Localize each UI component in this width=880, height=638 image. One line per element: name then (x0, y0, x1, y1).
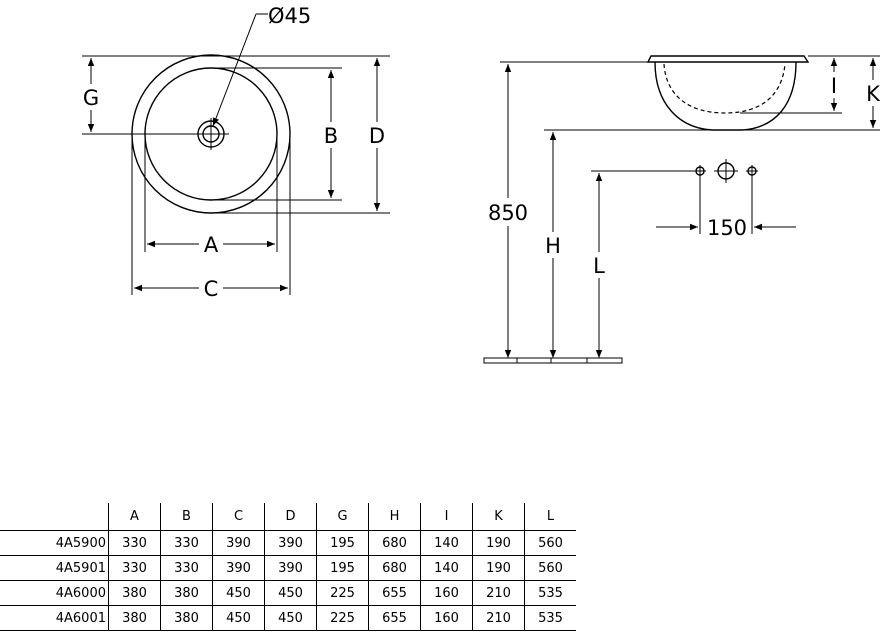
table-row: 4A5901 330 330 390 390 195 680 140 190 5… (0, 555, 576, 581)
model-cell: 4A6001 (0, 605, 109, 631)
table-header-row: A B C D G H I K L (0, 503, 576, 531)
dim-b-label: B (324, 124, 338, 148)
column-header: K (472, 503, 525, 531)
table-row: 4A6000 380 380 450 450 225 655 160 210 5… (0, 580, 576, 606)
value-cell: 195 (316, 530, 369, 556)
value-cell: 330 (108, 555, 161, 581)
basin-body (654, 61, 797, 131)
technical-drawing: Ø45 G B D A C (80, 4, 880, 364)
dim-k-label: K (866, 82, 880, 106)
value-cell: 160 (420, 580, 473, 606)
value-cell: 225 (316, 605, 369, 631)
column-header: G (316, 503, 369, 531)
value-cell: 210 (472, 605, 525, 631)
value-cell: 140 (420, 555, 473, 581)
column-header: L (524, 503, 576, 531)
model-cell: 4A5901 (0, 555, 109, 581)
value-cell: 380 (108, 580, 161, 606)
value-cell: 160 (420, 605, 473, 631)
value-cell: 450 (212, 605, 265, 631)
dim-h-label: H (545, 234, 561, 258)
floor-segment (550, 357, 588, 364)
table-row: 4A5900 330 330 390 390 195 680 140 190 5… (0, 530, 576, 556)
dimensions-table: A B C D G H I K L 4A5900 330 330 390 390… (0, 503, 576, 631)
value-cell: 680 (368, 555, 421, 581)
value-cell: 210 (472, 580, 525, 606)
column-header: C (212, 503, 265, 531)
value-cell: 450 (264, 605, 317, 631)
value-cell: 560 (524, 555, 576, 581)
top-view (82, 13, 390, 295)
dim-g-label: G (83, 86, 99, 110)
value-cell: 380 (160, 605, 213, 631)
value-cell: 655 (368, 605, 421, 631)
value-cell: 390 (264, 555, 317, 581)
model-cell: 4A6000 (0, 580, 109, 606)
value-cell: 330 (108, 530, 161, 556)
value-cell: 390 (212, 555, 265, 581)
dim-c-label: C (204, 277, 219, 301)
model-cell: 4A5900 (0, 530, 109, 556)
table-row: 4A6001 380 380 450 450 225 655 160 210 5… (0, 605, 576, 631)
value-cell: 225 (316, 580, 369, 606)
value-cell: 680 (368, 530, 421, 556)
dim-a-label: A (204, 233, 219, 257)
basin-inner-dashed (663, 63, 786, 114)
column-header: D (264, 503, 317, 531)
column-header: B (160, 503, 213, 531)
basin-rim (646, 55, 810, 63)
dim-i-label: I (831, 74, 837, 98)
value-cell: 535 (524, 580, 576, 606)
column-header: A (108, 503, 161, 531)
column-header: I (420, 503, 473, 531)
floor-segment (586, 357, 623, 364)
value-cell: 390 (264, 530, 317, 556)
value-cell: 450 (264, 580, 317, 606)
column-header: H (368, 503, 421, 531)
floor-segment (483, 357, 518, 364)
value-cell: 330 (160, 530, 213, 556)
value-cell: 380 (108, 605, 161, 631)
value-cell: 655 (368, 580, 421, 606)
value-cell: 330 (160, 555, 213, 581)
value-cell: 390 (212, 530, 265, 556)
value-cell: 190 (472, 555, 525, 581)
value-cell: 535 (524, 605, 576, 631)
dim-l-label: L (593, 254, 605, 278)
table-corner-cell (0, 503, 109, 531)
diameter-label: Ø45 (268, 4, 311, 28)
side-view (483, 55, 880, 364)
diameter-arrow (212, 13, 257, 127)
value-cell: 195 (316, 555, 369, 581)
value-cell: 450 (212, 580, 265, 606)
dim-850-label: 850 (488, 201, 528, 225)
value-cell: 190 (472, 530, 525, 556)
dim-d-label: D (369, 124, 385, 148)
value-cell: 380 (160, 580, 213, 606)
value-cell: 560 (524, 530, 576, 556)
value-cell: 140 (420, 530, 473, 556)
dim-150-label: 150 (707, 216, 747, 240)
floor-segment (516, 357, 552, 364)
